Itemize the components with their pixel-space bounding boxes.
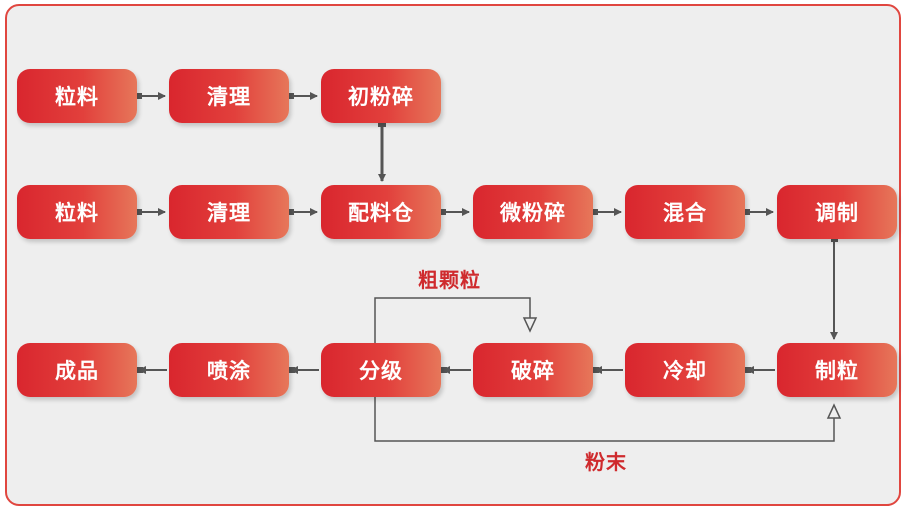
node-pelleting: 制粒: [777, 343, 897, 397]
arrow-r1-2-3: [288, 92, 318, 100]
arrow-r3-2-1: [137, 366, 167, 374]
powder-label: 粉末: [585, 450, 627, 474]
arrow-r3-5-4: [593, 366, 623, 374]
node-conditioning: 调制: [777, 185, 897, 239]
arrow-r2-5-6: [744, 208, 774, 216]
node-finished-product: 成品: [17, 343, 137, 397]
diagram-frame: [5, 4, 901, 506]
coarse-particle-loop: [374, 297, 538, 344]
node-coating: 喷涂: [169, 343, 289, 397]
arrow-r2-3-4: [440, 208, 470, 216]
arrow-r2-1-2: [136, 208, 166, 216]
node-raw-grain: 粒料: [17, 69, 137, 123]
arrow-r3-3-2: [289, 366, 319, 374]
node-raw-grain: 粒料: [17, 185, 137, 239]
node-cleaning: 清理: [169, 185, 289, 239]
coarse-particle-label: 粗颗粒: [418, 268, 481, 292]
arrow-r3-6-5: [745, 366, 775, 374]
node-cleaning: 清理: [169, 69, 289, 123]
node-batching-bin: 配料仓: [321, 185, 441, 239]
node-mixing: 混合: [625, 185, 745, 239]
arrow-r2-2-3: [288, 208, 318, 216]
arrow-r3-4-3: [441, 366, 471, 374]
arrow-condition-to-pellet: [830, 235, 838, 340]
node-fine-grinding: 微粉碎: [473, 185, 593, 239]
arrow-crush-to-bin: [378, 119, 386, 182]
node-initial-crushing: 初粉碎: [321, 69, 441, 123]
arrow-r1-1-2: [136, 92, 166, 100]
arrow-r2-4-5: [592, 208, 622, 216]
powder-loop: [374, 396, 842, 442]
node-grading: 分级: [321, 343, 441, 397]
node-crushing: 破碎: [473, 343, 593, 397]
node-cooling: 冷却: [625, 343, 745, 397]
